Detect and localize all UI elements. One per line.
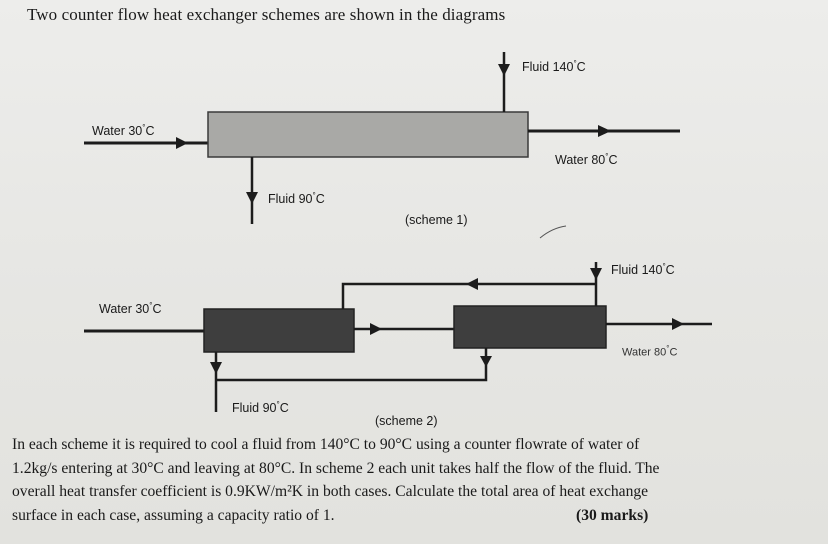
scheme2-water-link-arrow	[370, 323, 382, 335]
problem-line-2: 1.2kg/s entering at 30°C and leaving at …	[12, 459, 660, 477]
scheme1-water-outlet-arrow	[598, 125, 611, 137]
problem-heading: Two counter flow heat exchanger schemes …	[27, 5, 506, 24]
problem-line-4-wrap: surface in each case, assuming a capacit…	[12, 504, 824, 528]
scheme1-fluid-outlet-arrow	[246, 192, 258, 204]
scheme2-fluid-inlet-arrow	[590, 268, 602, 280]
scheme2-fluid-outlet-arrow-2	[480, 356, 492, 367]
scheme2-fluid-outlet-arrow-1	[210, 362, 222, 374]
scheme2-exchanger-1	[203, 308, 355, 353]
problem-line-3: overall heat transfer coefficient is 0.9…	[12, 483, 649, 501]
scheme1-fluid-inlet-label: Fluid 140°C	[522, 59, 586, 75]
problem-statement: In each scheme it is required to cool a …	[12, 433, 824, 527]
problem-line-1: In each scheme it is required to cool a …	[12, 436, 640, 453]
pen-mark	[539, 225, 567, 239]
scheme1-water-inlet-arrow	[176, 137, 188, 149]
scheme2-fluid-bypass-pipe	[341, 282, 596, 309]
scheme2-water-inlet-label: Water 30°C	[99, 301, 162, 317]
scheme1-fluid-outlet-label: Fluid 90°C	[268, 191, 325, 207]
scheme1-caption: (scheme 1)	[405, 213, 468, 227]
scheme1-water-inlet-label: Water 30°C	[92, 123, 155, 139]
scheme1-fluid-inlet-arrow	[498, 64, 510, 76]
scheme2-fluid-inlet-label: Fluid 140°C	[611, 262, 675, 278]
problem-line-4: surface in each case, assuming a capacit…	[12, 506, 335, 524]
marks-label: (30 marks)	[576, 506, 649, 524]
scheme2-water-outlet-label: Water 80°C	[622, 344, 678, 359]
scheme2-exchanger-2	[453, 305, 607, 349]
scheme2-water-outlet-arrow	[672, 318, 684, 330]
scheme2-fluid-return-pipe	[216, 348, 488, 382]
scheme2-fluid-bypass-arrow	[466, 278, 478, 290]
scheme2-fluid-outlet-label: Fluid 90°C	[232, 400, 289, 416]
scheme2-caption: (scheme 2)	[375, 414, 438, 428]
scheme1-water-outlet-label: Water 80°C	[555, 152, 618, 168]
scheme1-exchanger	[207, 111, 529, 158]
